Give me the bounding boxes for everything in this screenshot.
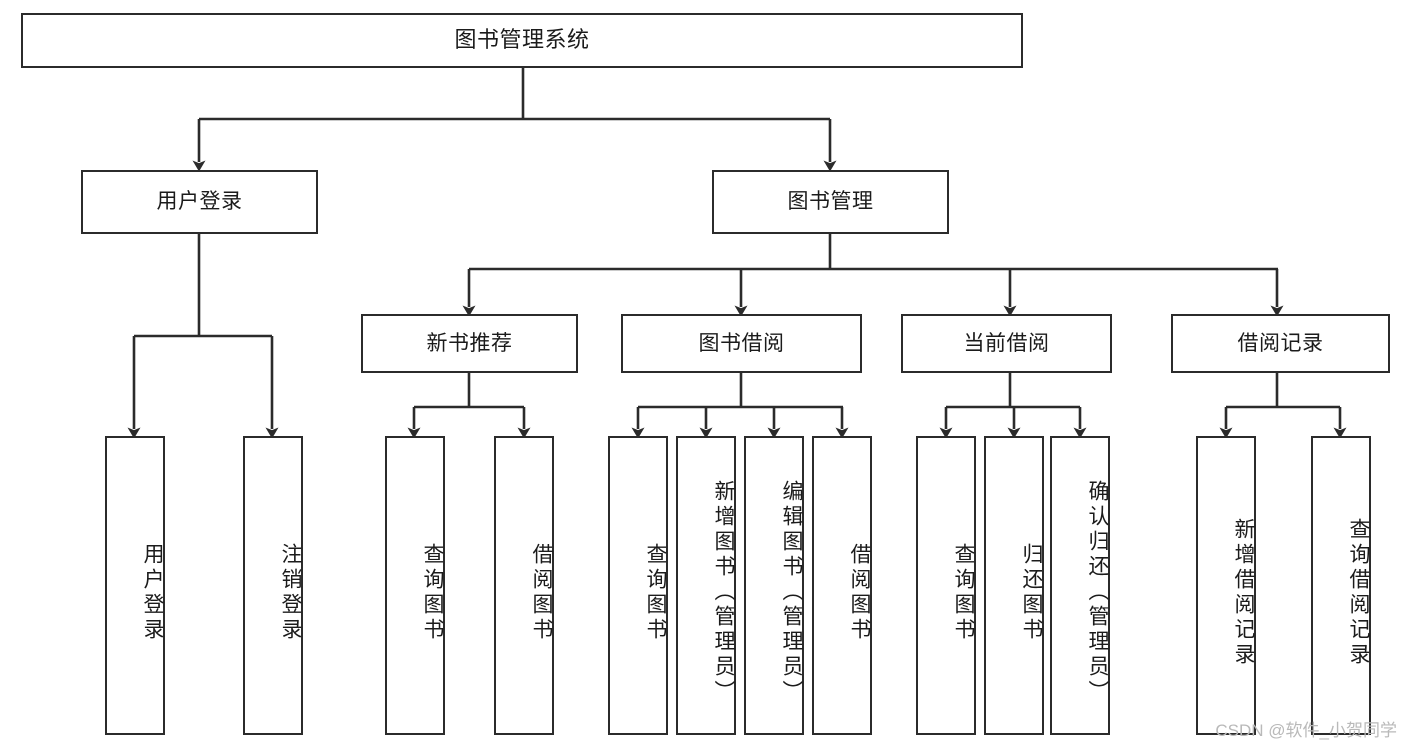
node-leaf-user-login[interactable]: 用户登录 xyxy=(105,436,165,735)
node-label: 图书管理系统 xyxy=(454,27,590,53)
node-leaf-query-book-2[interactable]: 查询图书 xyxy=(608,436,668,735)
node-label: 新书推荐 xyxy=(426,331,513,355)
node-root-system[interactable]: 图书管理系统 xyxy=(21,13,1023,68)
node-leaf-query-record[interactable]: 查询借阅记录 xyxy=(1311,436,1371,735)
node-label: 注销登录 xyxy=(279,542,302,643)
node-label: 编辑图书（管理员） xyxy=(780,480,803,705)
node-leaf-borrow-book-2[interactable]: 借阅图书 xyxy=(812,436,872,735)
node-label: 借阅图书 xyxy=(848,542,871,643)
node-label: 借阅记录 xyxy=(1237,331,1324,355)
node-label: 图书管理 xyxy=(787,190,874,214)
node-leaf-add-book[interactable]: 新增图书（管理员） xyxy=(676,436,736,735)
node-label: 当前借阅 xyxy=(963,331,1050,355)
node-book-borrow[interactable]: 图书借阅 xyxy=(621,314,862,373)
node-label: 查询借阅记录 xyxy=(1347,517,1370,668)
node-label: 图书借阅 xyxy=(698,331,785,355)
node-leaf-query-book-1[interactable]: 查询图书 xyxy=(385,436,445,735)
node-current-borrow[interactable]: 当前借阅 xyxy=(901,314,1112,373)
node-leaf-edit-book[interactable]: 编辑图书（管理员） xyxy=(744,436,804,735)
node-leaf-logout-login[interactable]: 注销登录 xyxy=(243,436,303,735)
node-leaf-query-book-3[interactable]: 查询图书 xyxy=(916,436,976,735)
node-label: 查询图书 xyxy=(952,542,975,643)
node-label: 确认归还（管理员） xyxy=(1086,480,1109,705)
node-label: 用户登录 xyxy=(156,190,243,214)
node-label: 新增借阅记录 xyxy=(1232,517,1255,668)
node-label: 查询图书 xyxy=(644,542,667,643)
csdn-watermark: CSDN @软件_小贺同学 xyxy=(1215,721,1397,740)
node-user-login[interactable]: 用户登录 xyxy=(81,170,318,234)
node-leaf-return-book[interactable]: 归还图书 xyxy=(984,436,1044,735)
node-label: 归还图书 xyxy=(1020,542,1043,643)
node-borrow-record[interactable]: 借阅记录 xyxy=(1171,314,1390,373)
node-leaf-confirm-return[interactable]: 确认归还（管理员） xyxy=(1050,436,1110,735)
node-label: 新增图书（管理员） xyxy=(712,480,735,705)
node-label: 借阅图书 xyxy=(530,542,553,643)
node-book-manage[interactable]: 图书管理 xyxy=(712,170,949,234)
node-leaf-add-record[interactable]: 新增借阅记录 xyxy=(1196,436,1256,735)
node-label: 查询图书 xyxy=(421,542,444,643)
node-new-book-recommend[interactable]: 新书推荐 xyxy=(361,314,578,373)
node-leaf-borrow-book-1[interactable]: 借阅图书 xyxy=(494,436,554,735)
node-label: 用户登录 xyxy=(141,542,164,643)
